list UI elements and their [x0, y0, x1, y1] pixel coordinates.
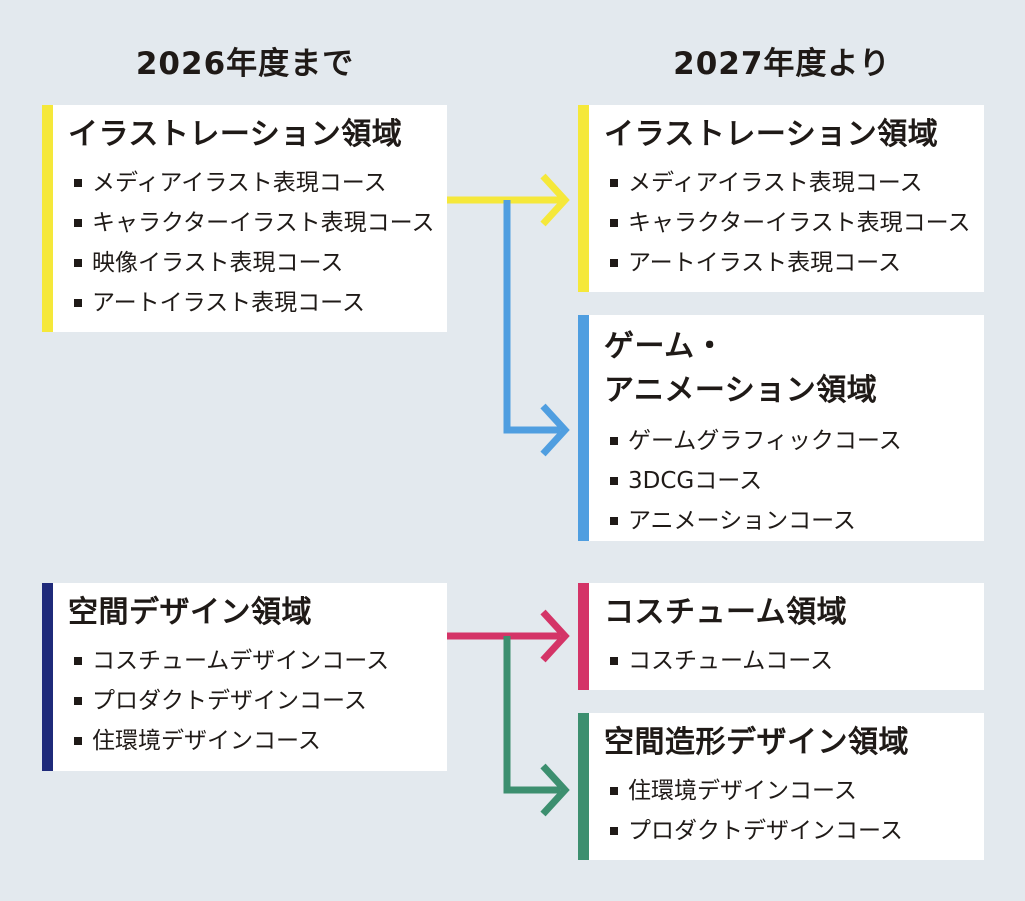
new-illustration-area: イラストレーション領域 メディアイラスト表現コース キャラクターイラスト表現コー…: [578, 105, 984, 292]
area-title: 空間造形デザイン領域: [604, 725, 909, 760]
course-item: プロダクトデザインコース: [68, 681, 447, 721]
area-title: コスチューム領域: [604, 595, 848, 630]
course-item: キャラクターイラスト表現コース: [604, 203, 984, 243]
old-illustration-area: イラストレーション領域 メディアイラスト表現コース キャラクターイラスト表現コー…: [42, 105, 447, 332]
course-item: アニメーションコース: [604, 501, 984, 541]
area-title-line1: ゲーム・: [604, 329, 726, 364]
course-item: メディアイラスト表現コース: [68, 163, 447, 203]
arrow-illustration-to-game: [503, 200, 570, 457]
course-item: プロダクトデザインコース: [604, 811, 984, 851]
course-item: アートイラスト表現コース: [604, 243, 984, 283]
new-spatial-design-area: 空間造形デザイン領域 住環境デザインコース プロダクトデザインコース: [578, 713, 984, 860]
course-item: コスチュームデザインコース: [68, 641, 447, 681]
course-list: メディアイラスト表現コース キャラクターイラスト表現コース 映像イラスト表現コー…: [68, 163, 447, 323]
course-list: メディアイラスト表現コース キャラクターイラスト表現コース アートイラスト表現コ…: [604, 163, 984, 283]
course-item: 住環境デザインコース: [604, 771, 984, 811]
course-item: メディアイラスト表現コース: [604, 163, 984, 203]
course-list: ゲームグラフィックコース 3DCGコース アニメーションコース: [604, 421, 984, 541]
old-space-design-area: 空間デザイン領域 コスチュームデザインコース プロダクトデザインコース 住環境デ…: [42, 583, 447, 771]
course-item: 住環境デザインコース: [68, 721, 447, 761]
area-title-line2: アニメーション領域: [604, 373, 878, 408]
arrow-space-to-spatial: [503, 636, 570, 817]
course-list: コスチュームコース: [604, 641, 984, 681]
course-item: 映像イラスト表現コース: [68, 243, 447, 283]
new-game-animation-area: ゲーム・ アニメーション領域 ゲームグラフィックコース 3DCGコース アニメー…: [578, 315, 984, 541]
course-list: コスチュームデザインコース プロダクトデザインコース 住環境デザインコース: [68, 641, 447, 761]
course-item: キャラクターイラスト表現コース: [68, 203, 447, 243]
area-title: 空間デザイン領域: [68, 595, 312, 630]
new-costume-area: コスチューム領域 コスチュームコース: [578, 583, 984, 690]
area-title: イラストレーション領域: [604, 117, 939, 152]
area-title: ゲーム・ アニメーション領域: [604, 325, 984, 413]
course-item: 3DCGコース: [604, 461, 984, 501]
course-item: コスチュームコース: [604, 641, 984, 681]
course-item: アートイラスト表現コース: [68, 283, 447, 323]
course-item: ゲームグラフィックコース: [604, 421, 984, 461]
course-list: 住環境デザインコース プロダクトデザインコース: [604, 771, 984, 851]
area-title: イラストレーション領域: [68, 117, 403, 152]
heading-from-2027: 2027年度より: [673, 46, 891, 82]
heading-until-2026: 2026年度まで: [135, 46, 355, 82]
